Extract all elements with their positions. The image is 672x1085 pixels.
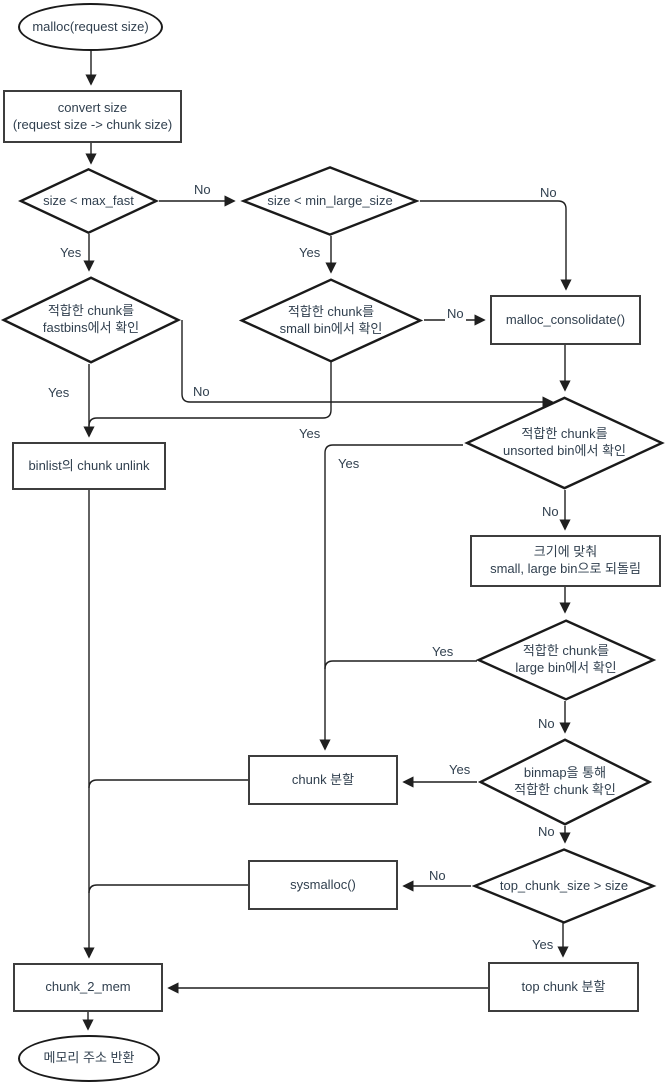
node-label: binmap을 통해 적합한 chunk 확인 — [514, 765, 616, 797]
node-check-binmap: binmap을 통해 적합한 chunk 확인 — [477, 738, 653, 826]
edge-label-yes: Yes — [46, 385, 72, 400]
edge-label-no: No — [538, 185, 559, 200]
diamond-shape — [240, 166, 420, 236]
node-check-small-bin: 적합한 chunk를 small bin에서 확인 — [238, 278, 424, 363]
node-label: sysmalloc() — [290, 876, 356, 892]
edge-label-yes: Yes — [336, 456, 362, 471]
edge-label-no: No — [445, 306, 466, 321]
node-label: chunk 분할 — [291, 771, 355, 787]
edge-label-no: No — [427, 868, 448, 883]
edge-sysmalloc-out — [88, 884, 248, 894]
edge-label-yes: Yes — [447, 762, 473, 777]
node-sysmalloc: sysmalloc() — [248, 860, 398, 910]
edge-fastbins-no — [181, 320, 554, 408]
node-label: top_chunk_size > size — [499, 877, 629, 893]
node-label: convert size (request size -> chunk size… — [12, 99, 173, 132]
node-check-unsorted-bin: 적합한 chunk를 unsorted bin에서 확인 — [463, 396, 666, 490]
edge-smallbin-yes — [88, 361, 332, 427]
diamond-shape — [238, 278, 424, 363]
node-chunk-split: chunk 분할 — [248, 755, 398, 805]
node-label: malloc(request size) — [32, 18, 149, 34]
edge-label-no: No — [191, 384, 212, 399]
node-check-max-fast: size < max_fast — [18, 168, 159, 234]
node-label: 적합한 chunk를 fastbins에서 확인 — [42, 303, 140, 335]
edge-unsorted-yes — [319, 444, 463, 751]
node-malloc-consolidate: malloc_consolidate() — [490, 295, 641, 345]
node-check-min-large-size: size < min_large_size — [240, 166, 420, 236]
node-return-to-bins: 크기에 맞춰 small, large bin으로 되돌림 — [470, 535, 661, 587]
node-return-memory-address: 메모리 주소 반환 — [18, 1035, 160, 1082]
diamond-shape — [477, 738, 653, 826]
node-label: 메모리 주소 반환 — [43, 1050, 135, 1066]
edge-label-no: No — [540, 504, 561, 519]
edge-label-yes: Yes — [430, 644, 456, 659]
node-label: size < max_fast — [43, 192, 134, 208]
node-top-chunk-split: top chunk 분할 — [488, 962, 639, 1012]
node-malloc-start: malloc(request size) — [18, 3, 163, 51]
diamond-shape — [471, 848, 657, 924]
node-label: malloc_consolidate() — [505, 311, 626, 327]
diamond-shape — [18, 168, 159, 234]
node-check-fastbins: 적합한 chunk를 fastbins에서 확인 — [0, 276, 182, 364]
edge-chunksplit-out — [88, 779, 248, 789]
edge-label-yes: Yes — [530, 937, 556, 952]
node-convert-size: convert size (request size -> chunk size… — [3, 90, 182, 143]
node-label: chunk_2_mem — [45, 979, 131, 995]
node-check-large-bin: 적합한 chunk를 large bin에서 확인 — [475, 619, 657, 701]
node-label: 적합한 chunk를 small bin에서 확인 — [279, 303, 383, 336]
edge-label-yes: Yes — [297, 426, 323, 441]
node-check-top-chunk-size: top_chunk_size > size — [471, 848, 657, 924]
node-label: 적합한 chunk를 large bin에서 확인 — [515, 643, 617, 675]
node-label: binlist의 chunk unlink — [28, 457, 150, 473]
edge-label-no: No — [192, 182, 213, 197]
node-label: size < min_large_size — [267, 192, 393, 208]
edge-label-yes: Yes — [297, 245, 323, 260]
node-binlist-unlink: binlist의 chunk unlink — [12, 442, 166, 490]
node-chunk-2-mem: chunk_2_mem — [13, 963, 163, 1012]
diamond-shape — [475, 619, 657, 701]
edge-label-no: No — [536, 716, 557, 731]
node-label: top chunk 분할 — [521, 978, 606, 994]
edge-label-no: No — [536, 824, 557, 839]
edge-largebin-yes — [324, 660, 477, 670]
diamond-shape — [0, 276, 182, 364]
edge-minlarge-no — [420, 200, 572, 291]
diamond-shape — [463, 396, 666, 490]
node-label: 적합한 chunk를 unsorted bin에서 확인 — [502, 426, 626, 458]
edge-label-yes: Yes — [58, 245, 84, 260]
node-label: 크기에 맞춰 small, large bin으로 되돌림 — [490, 544, 641, 576]
